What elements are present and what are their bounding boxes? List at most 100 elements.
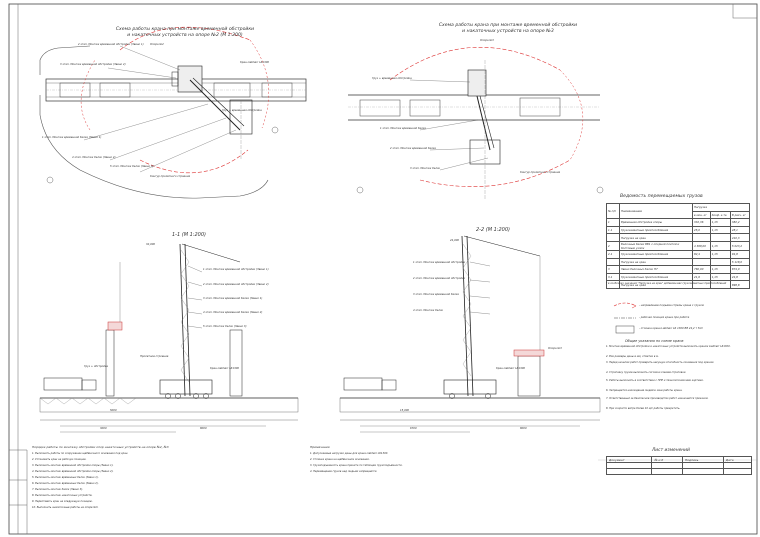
cell: Нагрузка на кран [619,257,693,267]
left-plan-title-line1: Схема работы крана при монтаже временной… [115,27,255,32]
cargo-sub-2: В расч. кг [729,210,751,220]
cell: Нагрузка на кран [619,280,693,289]
right-callout-1: 1 этап. Монтаж временной балки [380,127,427,130]
table-row [605,468,753,475]
cell: 3.1 [606,272,620,282]
section-1-title: 1-1 (М 1:200) [172,232,206,238]
s2-callout-4: Кран Liebherr LR1300 [496,367,526,370]
bl-note-5: 6. Выполнить монтаж временных балок (Зве… [32,482,99,485]
cell: 4 368,00 [692,240,711,251]
right-callout-4: Контур пролетного строения [520,171,561,174]
bm-note-0: 1. Допускаемые нагрузки даны для крана L… [310,452,389,455]
bl-note-8: 9. Переставить кран на следующую позицию… [32,500,93,503]
s1-callout-0: 1 этап. Монтаж временной обстройки (Звен… [203,268,269,271]
dim-1: 8000 [200,427,207,430]
cell: 2.1 [606,249,620,259]
dim-4: 32,000 [146,243,156,246]
cargo-table: № п/п Наименование Нагрузка в мон. кг Ко… [606,202,751,289]
general-note-2: 3. Перед началом работ проверить несущую… [606,361,715,364]
cell: 898,8 [729,280,751,289]
s1-callout-4: 5 этап. Монтаж балок (Звено 3) [203,325,247,328]
s1-callout-2: 3 этап. Монтаж временной балки (Звено 1) [203,297,263,300]
cell [606,257,620,267]
cell: Нагрузка на кран [619,233,693,242]
right-plan-title-line2: и накаточных устройств на опоре №3 [462,29,554,34]
dim-3: 8000 [520,427,527,430]
cell: 5 023,2 [729,240,751,251]
cell: 1,15 [709,225,731,235]
left-plan-title-line2: и накаточных устройств на опоре №2 (М 1:… [127,33,243,38]
bl-note-2: 3. Выполнить монтаж временной обстройки … [32,464,114,467]
dim-0: 3000 [100,427,107,430]
cell: Грузозахватные приспособления [619,249,693,259]
cell [692,257,711,267]
right-plan-title-line1: Схема работы крана при монтаже временной… [438,23,578,28]
bottom-mid-notes-title: Примечания [310,445,330,449]
left-callout-2: Груз + временная обстройка [222,109,262,112]
legend-item-0: - направление подъема стрелы крана с гру… [639,304,704,307]
cell: Грузозахватные приспособления [619,225,693,235]
cell: 332,36 [692,218,711,227]
s1-callout-5: Пролетное строение [140,355,169,358]
revision-table: Документ № и б Подпись Дата [605,456,753,475]
table-row: Нагрузка на кран 898,8 [606,280,751,289]
cell [681,468,724,475]
left-callout-5: 5 этап. Монтаж балок (Звено 3) [110,165,154,168]
cell: 1 [606,218,620,227]
s1-callout-1: 2 этап. Монтаж временной обстройки (Звен… [203,283,269,286]
table-row: Нагрузка на кран 5 118,0 [606,257,751,267]
bl-note-3: 4. Выполнить монтаж временной обстройки … [32,470,114,473]
cell: 25,0 [692,225,711,235]
s2-callout-3: 4 этап. Монтаж балок [413,309,444,312]
cell: 1,15 [709,240,731,251]
left-plan-support-label: Опора №2 [150,43,164,46]
general-notes-title: Общие указания по схеме крана [625,339,684,343]
cargo-table-title: Ведомость перемещаемых грузов [620,194,703,199]
bm-note-1: 2. Стоянка крана на щебёночном основании… [310,458,370,461]
cargo-sub-0: в мон. кг [692,210,711,220]
cell: 24,8 [729,272,751,282]
cargo-header-load: Нагрузка [692,203,750,212]
table-row: Нагрузка на кран 410,3 [606,233,751,242]
s2-callout-0: 1 этап. Монтаж временной обстройки [413,261,466,264]
cell: 1.1 [606,225,620,235]
s1-callout-7: Груз + обстройка [84,365,109,368]
cell: 874,0 [729,265,751,274]
cell: 410,3 [729,233,751,242]
right-callout-3: 3 этап. Монтаж балок [410,167,441,170]
sheet-frame [8,3,758,535]
left-plan [39,26,307,199]
s1-callout-3: 4 этап. Монтаж временной балки (Звено 2) [203,311,263,314]
cell: Грузозахватные приспособления [619,272,693,282]
cell: 5 118,0 [729,257,751,267]
s2-callout-5: Опора №3 [548,347,562,350]
left-callout-7: Кран Liebherr LR1300 [240,61,270,64]
cell: 382,2 [729,218,751,227]
cell: Балочные балки БВ1 с опорной плитой и бо… [619,240,693,251]
dim-6: 5000 [110,409,117,412]
general-note-3: 4. Строповку грузов выполнять согласно с… [606,371,687,374]
bm-note-3: 4. Перемещение грузов над людьми запреща… [310,470,378,473]
bl-note-4: 5. Выполнить монтаж временных балок (Зве… [32,476,99,479]
cell [709,257,731,267]
right-plan [348,47,604,200]
general-note-1: 2. Все размеры даны в мм, отметки в м. [606,355,659,358]
general-note-7: 8. При скорости ветра более 10 м/с работ… [606,407,681,410]
cell [605,468,653,475]
general-note-4: 5. Работы выполнять в соответствии с ППР… [606,379,704,382]
cell [692,233,711,242]
bl-note-0: 1. Выполнить работы по сооружению щебёно… [32,452,129,455]
left-callout-0: 2 этап. Монтаж временной обстройки (Звен… [78,43,144,46]
dim-5: 24,000 [450,239,460,242]
cargo-header-name: Наименование [619,202,693,220]
right-plan-support-label: Опора №3 [480,39,494,42]
cell [709,233,731,242]
cell: 94,8 [729,249,751,259]
general-note-0: 1. Монтаж временной обстройки и накаточн… [606,345,731,348]
dim-7: 15,000 [400,409,410,412]
cell: 3 [606,265,620,274]
